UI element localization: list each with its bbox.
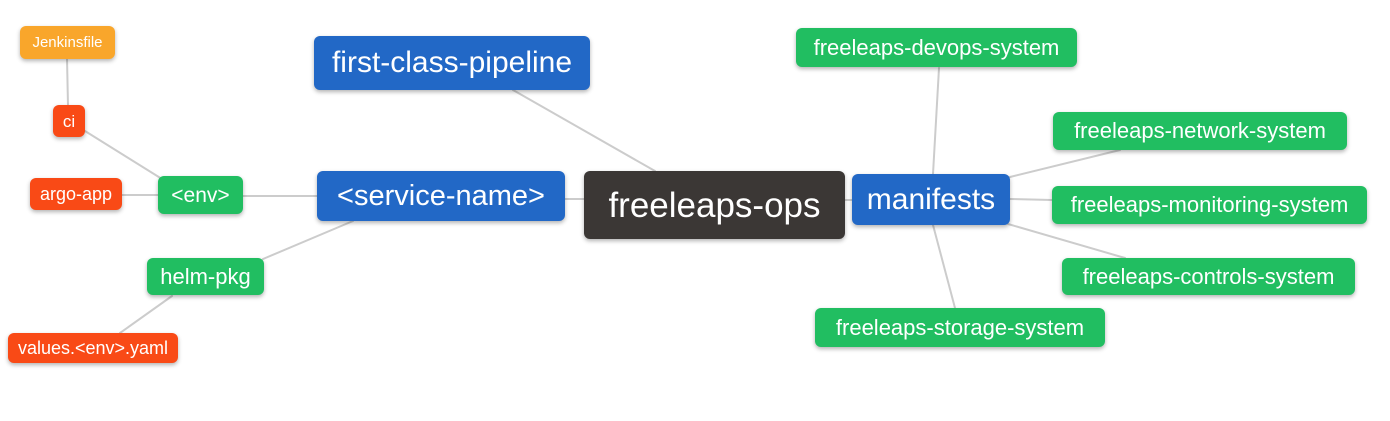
- node-freeleaps-controls-system[interactable]: freeleaps-controls-system: [1062, 258, 1355, 295]
- node-env[interactable]: <env>: [158, 176, 243, 214]
- node-freeleaps-devops-system[interactable]: freeleaps-devops-system: [796, 28, 1077, 67]
- edge-manifests-controls-system: [1007, 223, 1126, 259]
- edge-pipeline-freeleaps-ops: [512, 89, 656, 172]
- node-argo-app[interactable]: argo-app: [30, 178, 122, 210]
- node-manifests[interactable]: manifests: [852, 174, 1010, 225]
- node-values-env-yaml[interactable]: values.<env>.yaml: [8, 333, 178, 363]
- edge-ci-env: [84, 130, 163, 180]
- node-freeleaps-network-system[interactable]: freeleaps-network-system: [1053, 112, 1347, 150]
- node-helm-pkg[interactable]: helm-pkg: [147, 258, 264, 295]
- node-ci[interactable]: ci: [53, 105, 85, 137]
- edge-values-helm-pkg: [119, 295, 173, 334]
- edge-helm-pkg-service-name: [262, 220, 354, 260]
- node-freeleaps-monitoring-system[interactable]: freeleaps-monitoring-system: [1052, 186, 1367, 224]
- node-freeleaps-ops[interactable]: freeleaps-ops: [584, 171, 845, 239]
- edge-manifests-network-system: [1009, 149, 1121, 178]
- node-first-class-pipeline[interactable]: first-class-pipeline: [314, 36, 590, 90]
- edge-manifests-monitoring-system: [1009, 198, 1053, 201]
- edge-manifests-devops-system: [932, 67, 940, 175]
- edge-jenkinsfile-ci: [66, 57, 69, 107]
- edge-manifests-storage-system: [932, 224, 956, 309]
- node-jenkinsfile[interactable]: Jenkinsfile: [20, 26, 115, 59]
- node-service-name[interactable]: <service-name>: [317, 171, 565, 221]
- node-freeleaps-storage-system[interactable]: freeleaps-storage-system: [815, 308, 1105, 347]
